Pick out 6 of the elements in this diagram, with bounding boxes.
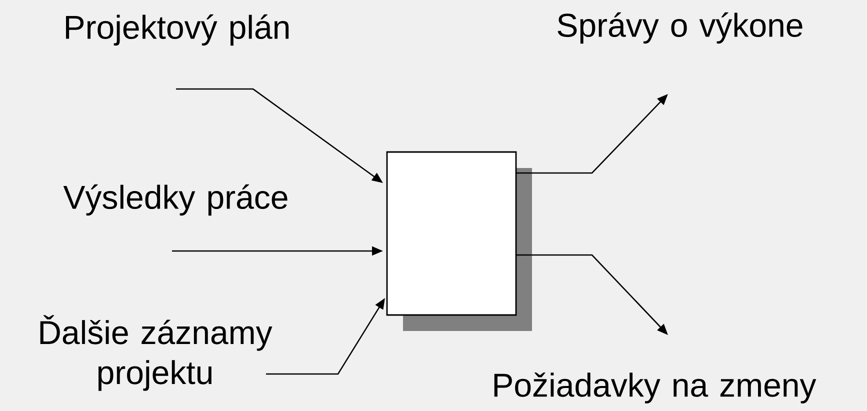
process-box [386, 151, 532, 331]
label-text: Požiadavky na zmeny [494, 372, 816, 404]
label-text: Výsledky práce [63, 184, 288, 216]
label-text: Projektový plán [66, 14, 289, 46]
label-text: Správy o výkone [558, 12, 802, 44]
label-text: Ďalšie záznamy projektu [40, 315, 272, 391]
